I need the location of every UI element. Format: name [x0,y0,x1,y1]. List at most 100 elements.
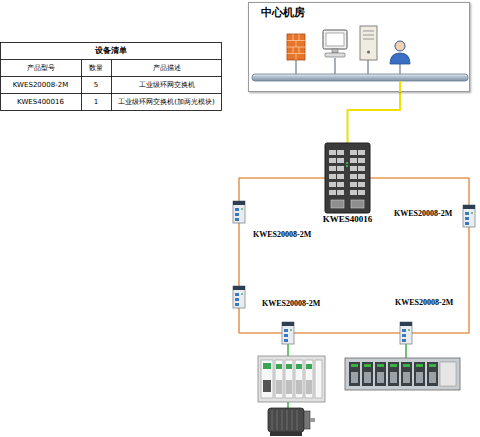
bus-stub [296,58,400,75]
ring-switch-shape [400,322,412,344]
switch-node: KWES20008-2M [233,201,245,223]
monitor-icon [323,30,347,49]
motor-icon [268,408,315,436]
plc-icon [315,360,322,398]
monitor-icon [332,49,338,53]
room-box: 中心机房 [248,2,470,92]
io-module-icon [364,372,371,383]
uplink-wire [399,81,401,92]
plc-icon [295,360,303,398]
plc-icon [305,360,313,398]
firewall-icon [287,47,305,48]
firewall-icon [296,54,297,61]
network-bus [252,74,468,81]
io-module-icon [388,362,399,386]
table-rule [1,93,222,94]
user-icon [390,41,410,64]
switch-port [284,339,288,342]
ring-link [239,178,325,201]
switch-port [329,182,336,187]
switch-port [358,182,365,187]
plc-icon [263,380,271,392]
plc-icon [275,360,283,398]
status-led [471,212,473,214]
firewall-icon [287,34,305,60]
switch-port [329,166,336,171]
ring-switch-shape [233,201,245,223]
io-module-icon [364,364,371,367]
switch-port [402,334,406,337]
io-module-icon [403,364,410,367]
plc-icon [306,380,312,394]
firewall-icon [287,53,305,54]
switch-top [282,322,294,326]
switch-port [350,190,357,195]
ring-switch-icon [235,303,239,306]
table-cell: 产品描述 [111,59,222,76]
switch-port [350,158,357,163]
table-cell: 工业级环网交换机 [111,76,222,93]
room-title: 中心机房 [261,7,305,19]
uplink-line [348,92,401,143]
switch-port [358,150,365,155]
field-wire [287,402,289,408]
server-icon [360,26,377,60]
switch-port [329,150,336,155]
switch-port [350,150,357,155]
switch-port [329,174,336,179]
io-module-icon [429,372,436,383]
monitor-icon [326,33,344,46]
switch-port [337,166,344,171]
table-cell: 5 [81,76,111,93]
table-cell: KWES400016 [0,93,81,110]
switch-port [465,217,469,220]
plc-icon [276,364,282,369]
bus-stub [399,64,401,75]
bus-stub [367,60,369,75]
table-title: 设备清单 [0,42,222,59]
fiber-module [331,200,344,208]
ring-switch-icon [235,293,239,296]
motor-icon [292,410,293,430]
switch-body [463,205,475,227]
io-module-icon [377,372,384,383]
switch-node: KWES20008-2M [463,205,475,227]
switch-port [337,182,344,187]
switch-top [400,322,412,326]
field-wire [287,344,289,356]
motor-icon [272,410,273,430]
io-module-icon [351,364,436,367]
switch-port [284,329,288,332]
motor-icon [282,410,283,430]
server-icon [363,39,374,40]
io-module-icon [414,362,425,386]
ring-switch-icon [233,286,245,308]
switch-node: KWES20008-2M [282,322,294,344]
io-module-icon [390,372,397,383]
field-wire [288,344,406,408]
switch-body [325,143,370,213]
switch-port [235,213,239,216]
firewall-icon [299,34,300,41]
fiber-module [351,200,364,208]
plc-icon [263,363,271,369]
switch-port [350,182,357,187]
core-switch-shape [325,143,370,213]
monitor-icon [323,30,347,57]
table-cell: 产品型号 [0,59,81,76]
table-rule [111,60,112,111]
switch-port [337,174,344,179]
io-module-icon [403,372,410,383]
switch-body [233,201,245,223]
plc-icon [296,380,302,394]
table-cell: 数量 [81,59,111,76]
switch-port [337,190,344,195]
table-rule [1,76,222,77]
device-label: KWES40016 [310,215,385,225]
user-icon [395,41,405,51]
switch-port [358,158,365,163]
switch-node: KWES20008-2M [400,322,412,344]
table-grid [1,43,222,111]
switch-port [358,166,365,171]
